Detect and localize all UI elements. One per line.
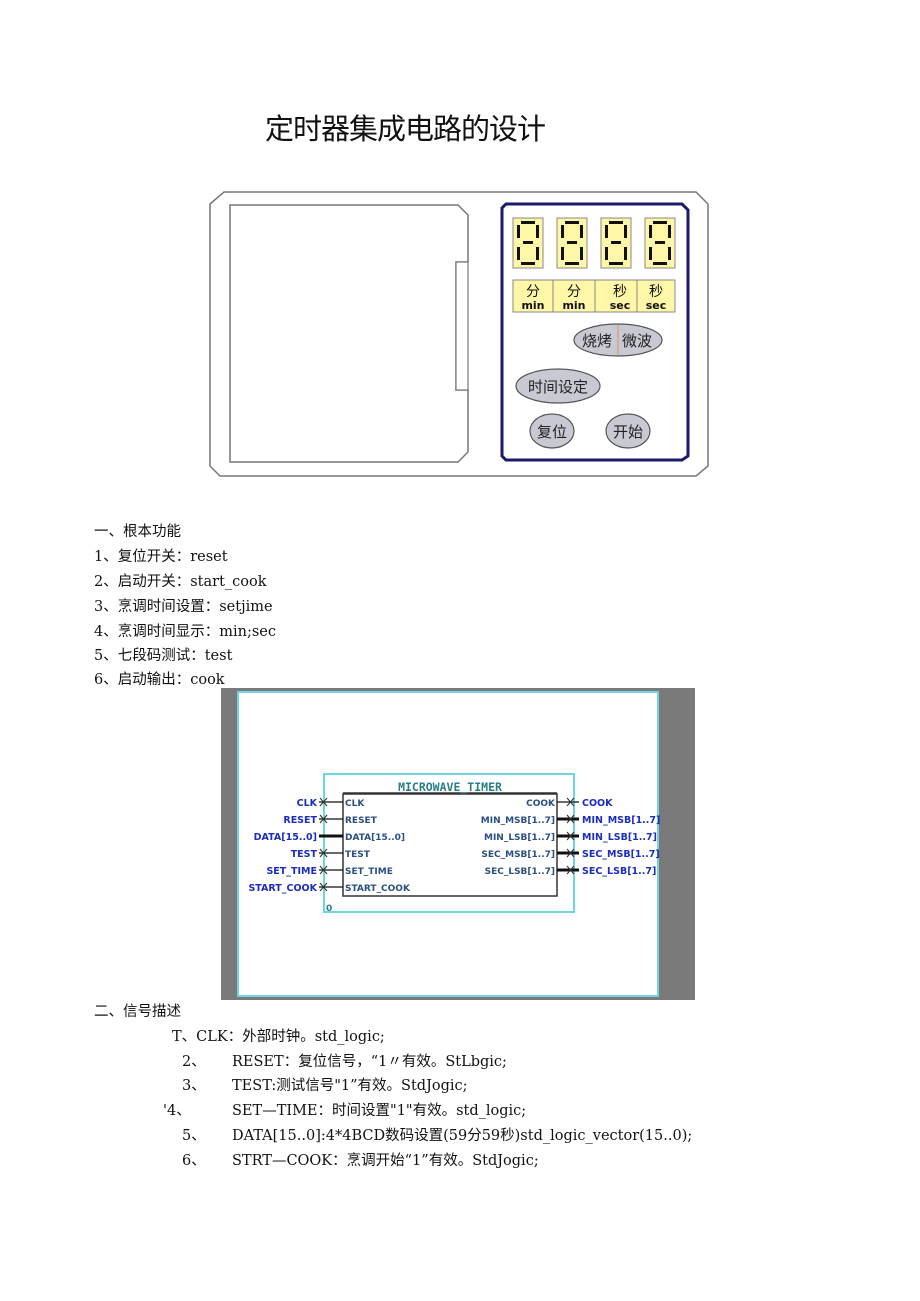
selection-box xyxy=(323,773,575,913)
signal-item-6: 6、STRT—COOK：烹调开始“1”有效。StdJogic; xyxy=(182,1153,539,1169)
port-cook: COOK xyxy=(526,799,556,809)
signal-item-4: '4、SET—TIME：时间设置"1"有效。std_logic; xyxy=(163,1103,527,1119)
svg-text:复位: 复位 xyxy=(537,423,567,441)
section1-item-5: 5、七段码测试：test xyxy=(94,648,233,664)
block-body xyxy=(342,793,558,897)
svg-text:开始: 开始 xyxy=(613,423,643,441)
pin-label-data: DATA[15..0] xyxy=(254,832,317,843)
pin-label-start-cook: START_COOK xyxy=(248,883,317,894)
unit-label-en-4: sec xyxy=(646,299,667,312)
unit-label-en-3: sec xyxy=(610,299,631,312)
pin-label-set-time: SET_TIME xyxy=(266,866,317,877)
port-sec-msb: SEC_MSB[1..7] xyxy=(481,850,555,860)
oven-door xyxy=(229,204,469,463)
unit-label-cn-4: 秒 xyxy=(649,284,663,300)
pin-markers xyxy=(319,797,575,892)
port-set-time: SET_TIME xyxy=(345,867,393,877)
bake-label: 烧烤 xyxy=(582,332,612,350)
door-handle xyxy=(455,261,469,391)
bake-microwave-button[interactable]: 烧烤 微波 xyxy=(573,323,663,357)
section1-item-3: 3、烹调时间设置：setjime xyxy=(94,599,273,615)
out-label-sec-lsb: SEC_LSB[1..7] xyxy=(582,866,656,877)
digit-display-3 xyxy=(600,217,632,269)
unit-label-en-2: min xyxy=(562,299,585,312)
digit-display-2 xyxy=(556,217,588,269)
pin-label-test: TEST xyxy=(291,849,318,860)
section2-heading: 二、信号描述 xyxy=(94,1004,181,1020)
pin-label-reset: RESET xyxy=(283,815,317,826)
signal-item-1: T、CLK：外部时钟。std_logic; xyxy=(172,1029,385,1045)
page-title: 定时器集成电路的设计 xyxy=(264,112,546,146)
port-min-lsb: MIN_LSB[1..7] xyxy=(484,833,555,843)
unit-label-cn-2: 分 xyxy=(567,284,581,300)
microwave-label: 微波 xyxy=(622,332,652,350)
port-start-cook: START_COOK xyxy=(345,884,411,894)
unit-label-strip: 分 min 分 min 秒 sec 秒 sec xyxy=(512,279,676,313)
unit-label-cn-1: 分 xyxy=(526,284,540,300)
section1-heading: 一、根本功能 xyxy=(94,524,181,540)
digit-display-1 xyxy=(512,217,544,269)
unit-label-cn-3: 秒 xyxy=(613,284,627,300)
signal-item-2: 2、RESET：复位信号，“1〃有效。StLbgic; xyxy=(182,1054,507,1070)
port-sec-lsb: SEC_LSB[1..7] xyxy=(485,867,555,877)
unit-label-en-1: min xyxy=(521,299,544,312)
port-clk: CLK xyxy=(345,799,365,809)
digit-display-4 xyxy=(644,217,676,269)
reset-button[interactable]: 复位 xyxy=(529,413,575,449)
port-test: TEST xyxy=(345,850,371,860)
signal-item-5: 5、DATA[15..0]:4*4BCD数码设置(59分59秒)std_logi… xyxy=(182,1128,693,1144)
pin-label-clk: CLK xyxy=(297,798,318,809)
signal-item-3: 3、TEST:测试信号"1”有效。StdJogic; xyxy=(182,1078,468,1094)
section1-item-1: 1、复位开关：reset xyxy=(94,549,228,565)
section1-item-2: 2、启动开关：start_cook xyxy=(94,574,267,590)
out-label-sec-msb: SEC_MSB[1..7] xyxy=(582,849,660,860)
out-label-min-lsb: MIN_LSB[1..7] xyxy=(582,832,657,843)
port-reset: RESET xyxy=(345,816,378,826)
svg-text:时间设定: 时间设定 xyxy=(528,378,588,396)
time-set-button[interactable]: 时间设定 xyxy=(515,368,601,404)
instance-mark: 0 xyxy=(326,904,332,914)
port-data: DATA[15..0] xyxy=(345,833,405,843)
out-label-cook: COOK xyxy=(582,798,613,809)
schematic-screenshot: MICROWAVE_TIMER CLK RESET DATA[15..0] TE… xyxy=(221,688,695,1000)
out-label-min-msb: MIN_MSB[1..7] xyxy=(582,815,660,826)
port-min-msb: MIN_MSB[1..7] xyxy=(481,816,555,826)
microwave-oven-illustration: 分 min 分 min 秒 sec 秒 sec 烧烤 微波 时间设定 复位 开始 xyxy=(209,191,709,477)
start-button[interactable]: 开始 xyxy=(605,413,651,449)
section1-item-6: 6、启动输出：cook xyxy=(94,672,225,688)
section1-item-4: 4、烹调时间显示：min;sec xyxy=(94,624,276,640)
block-name: MICROWAVE_TIMER xyxy=(398,780,502,795)
